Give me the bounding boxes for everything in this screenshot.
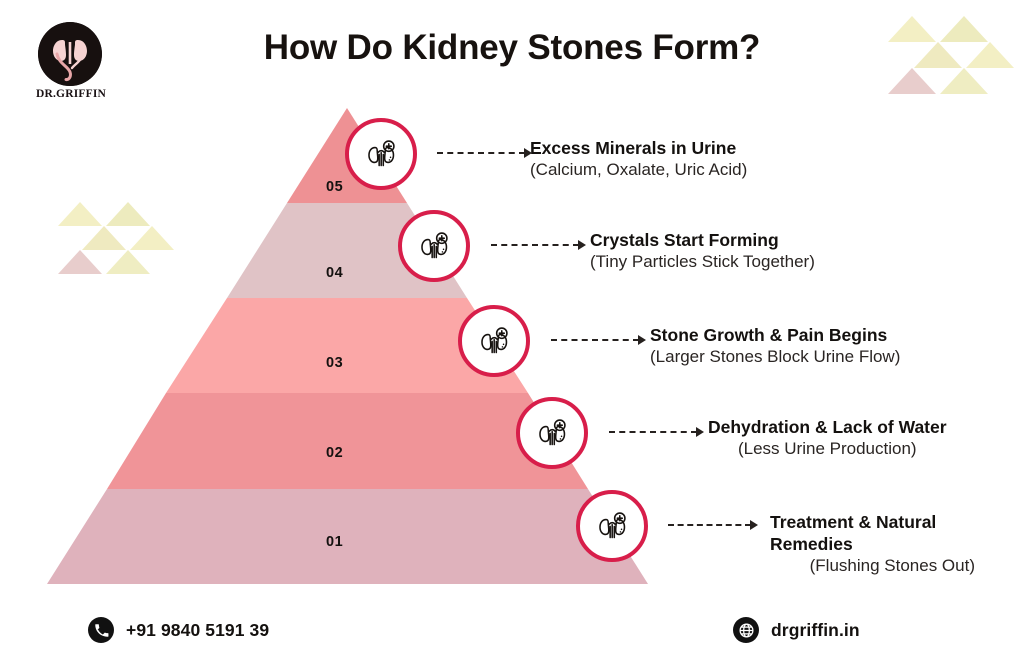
decor-triangle	[106, 202, 150, 226]
connector-line	[437, 152, 525, 154]
tier-number-03: 03	[326, 355, 344, 371]
connector-02	[609, 426, 704, 438]
decor-triangle	[888, 68, 936, 94]
step-title: Stone Growth & Pain Begins	[650, 325, 888, 345]
decor-triangle	[914, 42, 962, 68]
connector-line	[551, 339, 639, 341]
kidney-cross-icon	[472, 319, 516, 363]
connector-arrow	[696, 427, 704, 437]
step-subtitle: (Flushing Stones Out)	[809, 556, 975, 576]
tier-number-02: 02	[326, 445, 344, 461]
pyramid-tier-01	[47, 489, 648, 584]
connector-line	[609, 431, 697, 433]
step-title: Treatment & Natural Remedies	[770, 512, 937, 555]
step-node-03[interactable]	[458, 305, 530, 377]
kidney-cross-icon	[412, 224, 456, 268]
connector-03	[551, 334, 646, 346]
globe-icon	[733, 617, 759, 643]
step-label-02: Dehydration & Lack of Water (Less Urine …	[708, 416, 947, 460]
step-node-05[interactable]	[345, 118, 417, 190]
decor-triangle	[106, 250, 150, 274]
decor-triangle	[940, 68, 988, 94]
tier-number-04: 04	[326, 265, 344, 281]
website-url: drgriffin.in	[771, 619, 860, 640]
brand-logo: DR.GRIFFIN	[35, 22, 110, 102]
decor-triangle	[888, 16, 936, 42]
tier-number-05: 05	[326, 179, 344, 195]
decorative-triangles-top-right	[888, 16, 1014, 94]
connector-04	[491, 239, 586, 251]
connector-arrow	[750, 520, 758, 530]
decor-triangle	[966, 42, 1014, 68]
brand-name: DR.GRIFFIN	[35, 88, 107, 100]
step-label-03: Stone Growth & Pain Begins (Larger Stone…	[650, 324, 900, 368]
step-label-01: Treatment & Natural Remedies (Flushing S…	[770, 511, 975, 577]
phone-icon	[88, 617, 114, 643]
connector-arrow	[638, 335, 646, 345]
kidney-cross-icon	[590, 504, 634, 548]
connector-arrow	[524, 148, 532, 158]
kidney-cross-icon	[530, 411, 574, 455]
kidney-logo-icon	[38, 22, 102, 86]
footer-website[interactable]: drgriffin.in	[733, 617, 860, 643]
step-node-01[interactable]	[576, 490, 648, 562]
step-label-04: Crystals Start Forming (Tiny Particles S…	[590, 229, 815, 273]
kidney-cross-icon	[359, 132, 403, 176]
pyramid-tier-02	[107, 393, 588, 489]
page-title: How Do Kidney Stones Form?	[263, 28, 761, 67]
connector-arrow	[578, 240, 586, 250]
decorative-triangles-left	[58, 202, 174, 274]
phone-number: +91 9840 5191 39	[126, 619, 270, 640]
step-subtitle: (Tiny Particles Stick Together)	[590, 252, 815, 272]
step-title: Crystals Start Forming	[590, 230, 779, 250]
connector-01	[668, 519, 758, 531]
step-node-04[interactable]	[398, 210, 470, 282]
connector-05	[437, 147, 532, 159]
step-subtitle: (Larger Stones Block Urine Flow)	[650, 347, 901, 367]
connector-line	[491, 244, 579, 246]
step-label-05: Excess Minerals in Urine (Calcium, Oxala…	[530, 137, 747, 181]
step-title: Dehydration & Lack of Water	[708, 417, 947, 437]
step-title: Excess Minerals in Urine	[530, 138, 737, 158]
footer-phone[interactable]: +91 9840 5191 39	[88, 617, 269, 643]
decor-triangle	[82, 226, 126, 250]
step-node-02[interactable]	[516, 397, 588, 469]
decor-triangle	[940, 16, 988, 42]
step-subtitle: (Less Urine Production)	[737, 439, 917, 459]
connector-line	[668, 524, 751, 526]
decor-triangle	[58, 202, 102, 226]
pyramid-tier-03	[166, 298, 528, 393]
decor-triangle	[58, 250, 102, 274]
step-subtitle: (Calcium, Oxalate, Uric Acid)	[530, 160, 748, 180]
decor-triangle	[130, 226, 174, 250]
tier-number-01: 01	[326, 534, 344, 550]
